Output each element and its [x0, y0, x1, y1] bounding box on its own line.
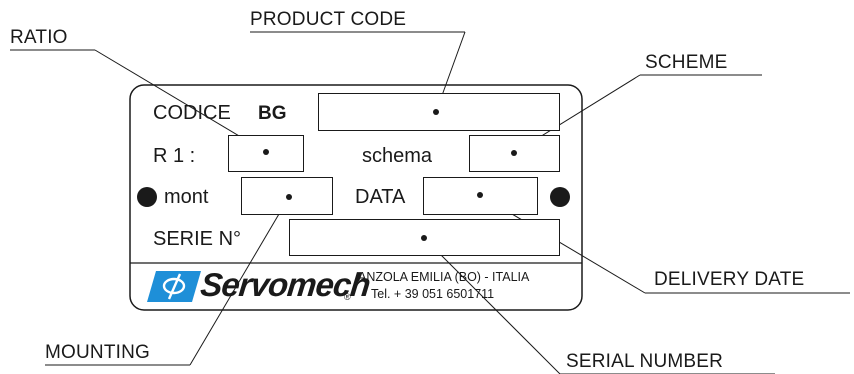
servomech-logo-badge [147, 271, 201, 302]
serial-number-leader [423, 237, 561, 374]
callout-mounting: MOUNTING [45, 342, 151, 363]
mounting-hole-left [137, 187, 157, 207]
delivery-date-anchor-dot [477, 192, 483, 198]
ratio-anchor-dot [263, 149, 269, 155]
mont-label: mont [164, 186, 209, 208]
mounting-leader [189, 196, 290, 366]
delivery-date-field [423, 177, 538, 215]
mounting-anchor-dot [286, 194, 292, 200]
callout-serial-number: SERIAL NUMBER [566, 351, 724, 372]
data-label: DATA [355, 186, 406, 208]
callout-scheme: SCHEME [645, 52, 728, 73]
callout-ratio: RATIO [10, 27, 68, 48]
product-code-anchor-dot [433, 109, 439, 115]
address-line-1: ANZOLA EMILIA (BO) - ITALIA [358, 270, 530, 284]
mounting-hole-right [550, 187, 570, 207]
plate-outline [129, 84, 583, 311]
codice-prefix: BG [258, 103, 287, 124]
ratio-label: R 1 : [153, 145, 196, 167]
callout-delivery-date: DELIVERY DATE [654, 269, 805, 290]
scheme-anchor-dot [511, 150, 517, 156]
registered-mark: ® [344, 292, 351, 302]
product-code-field [318, 93, 560, 131]
schema-label: schema [362, 145, 433, 167]
serial-number-anchor-dot [421, 235, 427, 241]
codice-label: CODICE [153, 102, 231, 124]
address-line-2: Tel. + 39 051 6501711 [371, 287, 495, 301]
callout-product-code: PRODUCT CODE [250, 9, 407, 30]
serie-label: SERIE N° [153, 228, 242, 250]
